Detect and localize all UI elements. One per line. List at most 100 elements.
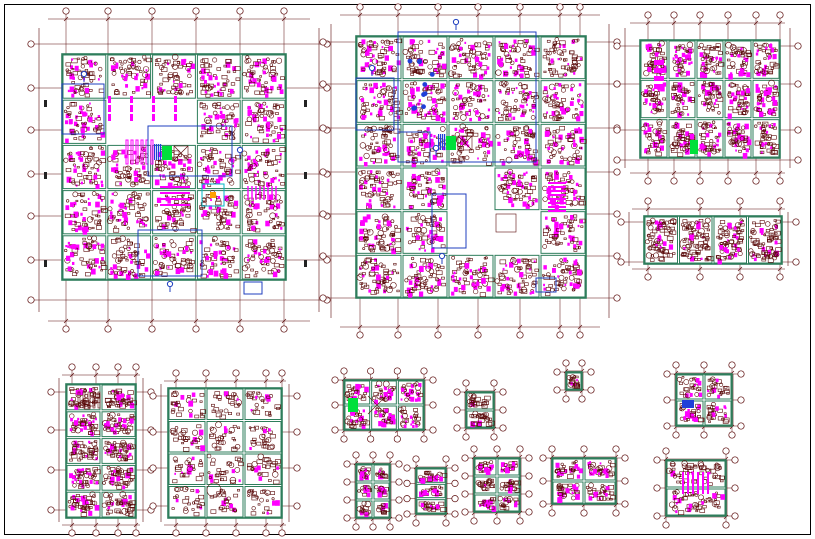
furniture-chair — [454, 132, 460, 138]
fixture — [377, 100, 380, 104]
furniture-desk — [375, 234, 382, 240]
furniture-desk — [87, 431, 93, 435]
grid-bubble — [556, 331, 564, 339]
furniture-chair — [185, 206, 192, 213]
grid-bubble — [752, 177, 760, 185]
furniture-chair — [711, 124, 716, 129]
furniture-desk — [510, 108, 517, 113]
bench — [140, 139, 144, 165]
furniture-chair — [120, 172, 126, 179]
furniture-desk — [660, 51, 665, 56]
room — [494, 254, 540, 298]
furniture-desk — [116, 468, 120, 471]
fixture — [575, 182, 579, 187]
fixture — [386, 275, 390, 280]
furniture-desk — [773, 107, 778, 111]
furniture-desk — [234, 403, 240, 408]
dimension-tick — [725, 170, 731, 176]
furniture-desk — [410, 82, 414, 86]
furniture-desk — [509, 45, 513, 48]
fixture — [484, 70, 488, 75]
furniture-chair — [154, 237, 158, 241]
fixture — [506, 276, 510, 281]
furniture-desk — [381, 183, 389, 188]
furniture-desk — [701, 236, 705, 239]
furniture-chair — [140, 177, 146, 183]
grid-bubble — [232, 529, 240, 537]
furniture-desk — [573, 248, 578, 252]
fixture — [436, 199, 442, 206]
room — [540, 36, 586, 80]
furniture-chair — [439, 126, 446, 132]
fixture — [247, 162, 250, 166]
furniture-desk — [364, 233, 369, 237]
furniture-chair — [576, 63, 581, 68]
furniture-chair — [78, 89, 85, 97]
fixture — [163, 253, 168, 258]
furniture-desk — [506, 194, 512, 198]
furniture-desk — [91, 240, 94, 243]
fixture — [437, 281, 442, 286]
furniture-chair — [418, 40, 424, 45]
fixture — [82, 111, 87, 117]
furniture-desk — [161, 272, 168, 277]
furniture-chair — [390, 219, 395, 224]
fixture — [454, 127, 458, 132]
furniture-desk — [131, 91, 136, 94]
dimension-tick — [357, 324, 363, 330]
fixture — [112, 264, 117, 270]
furniture-desk — [162, 243, 166, 246]
furniture-chair — [419, 108, 424, 113]
furniture-chair — [79, 86, 85, 92]
furniture-chair — [257, 109, 262, 113]
fixture — [729, 99, 734, 105]
furniture-desk — [173, 210, 179, 215]
fixture — [97, 242, 100, 246]
furniture-desk — [260, 84, 265, 88]
furniture-desk — [729, 52, 734, 56]
fixture — [420, 143, 424, 147]
fixture — [559, 195, 563, 199]
furniture-chair — [547, 51, 552, 56]
stair-tread — [156, 144, 158, 160]
furniture-desk — [116, 250, 123, 256]
furniture-desk — [93, 127, 97, 131]
fixture — [167, 266, 170, 269]
fixture — [647, 127, 652, 133]
furniture-desk — [701, 83, 705, 86]
room — [107, 190, 152, 235]
furniture-desk — [466, 131, 474, 137]
furniture-desk — [670, 110, 675, 114]
fixture — [432, 109, 437, 116]
furniture-chair — [479, 137, 485, 143]
fixture — [87, 60, 91, 64]
green-fixture — [446, 136, 456, 150]
furniture-desk — [755, 60, 761, 65]
furniture-desk — [229, 132, 234, 135]
grid-bubble — [293, 464, 301, 472]
furniture-desk — [470, 69, 477, 74]
furniture-desk — [119, 66, 123, 70]
fixture — [141, 87, 144, 90]
fixture — [755, 83, 759, 88]
grid-bubble — [192, 325, 200, 333]
furniture-desk — [159, 73, 163, 76]
fixture — [690, 61, 693, 64]
fixture — [499, 90, 502, 94]
furniture-chair — [709, 139, 714, 144]
fixture — [109, 211, 113, 215]
furniture-desk — [560, 98, 566, 102]
furniture-desk — [364, 186, 368, 189]
furniture-chair — [63, 109, 68, 113]
fixture — [360, 98, 365, 103]
fixture — [80, 212, 83, 216]
fixture — [430, 138, 434, 143]
furniture-chair — [521, 84, 528, 90]
fixture — [174, 87, 178, 91]
furniture-chair — [459, 37, 464, 42]
grid-bubble — [792, 218, 800, 226]
furniture-desk — [755, 253, 760, 257]
fixture — [269, 204, 274, 210]
fixture — [647, 66, 652, 72]
furniture-desk — [704, 258, 709, 262]
